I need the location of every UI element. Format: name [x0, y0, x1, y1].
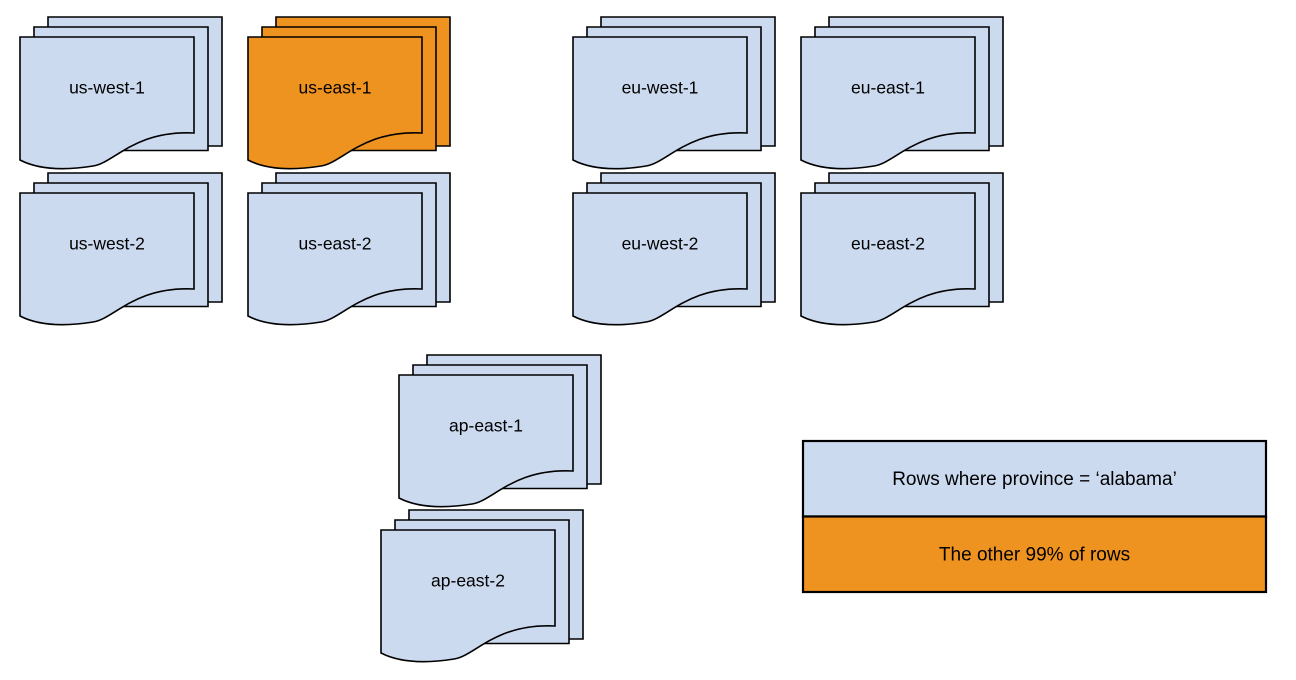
legend-swatch-normal	[801, 439, 1268, 518]
stack-label-us-east-1: us-east-1	[299, 78, 372, 98]
document-stack-eu-west-2[interactable]: eu-west-2	[572, 172, 776, 326]
stack-sheet-front	[572, 36, 748, 170]
stack-sheet-front	[247, 36, 423, 170]
stack-label-eu-west-1: eu-west-1	[622, 78, 699, 98]
stack-label-ap-east-1: ap-east-1	[449, 416, 523, 436]
stack-label-eu-east-1: eu-east-1	[851, 78, 925, 98]
document-stack-eu-east-2[interactable]: eu-east-2	[800, 172, 1004, 326]
document-stack-us-west-2[interactable]: us-west-2	[19, 172, 223, 326]
stack-sheet-front	[398, 374, 574, 508]
legend-label-1: The other 99% of rows	[939, 544, 1130, 565]
document-stack-eu-west-1[interactable]: eu-west-1	[572, 16, 776, 170]
stack-sheet-front	[800, 36, 976, 170]
document-stack-us-east-2[interactable]: us-east-2	[247, 172, 451, 326]
legend-swatch-highlight	[801, 515, 1268, 594]
legend-label-0: Rows where province = ‘alabama’	[892, 469, 1177, 490]
legend-row-other[interactable]: The other 99% of rows	[801, 515, 1268, 594]
document-stack-us-west-1[interactable]: us-west-1	[19, 16, 223, 170]
legend: Rows where province = ‘alabama’ The other…	[801, 439, 1268, 594]
stack-sheet-front	[800, 192, 976, 326]
stack-label-eu-west-2: eu-west-2	[622, 234, 699, 254]
stack-label-us-west-1: us-west-1	[69, 78, 145, 98]
stacks-layer: us-west-1 us-east-1 eu-west-1 eu-east-1 us-w…	[19, 16, 1004, 663]
stack-sheet-front	[380, 529, 556, 663]
stack-label-us-west-2: us-west-2	[69, 234, 145, 254]
document-stack-eu-east-1[interactable]: eu-east-1	[800, 16, 1004, 170]
stack-label-eu-east-2: eu-east-2	[851, 234, 925, 254]
stack-label-us-east-2: us-east-2	[299, 234, 372, 254]
stack-label-ap-east-2: ap-east-2	[431, 571, 505, 591]
document-stack-us-east-1[interactable]: us-east-1	[247, 16, 451, 170]
stack-sheet-front	[247, 192, 423, 326]
stack-sheet-front	[19, 36, 195, 170]
stack-sheet-front	[19, 192, 195, 326]
legend-row-alabama[interactable]: Rows where province = ‘alabama’	[801, 439, 1268, 518]
document-stack-ap-east-2[interactable]: ap-east-2	[380, 509, 584, 663]
stack-sheet-front	[572, 192, 748, 326]
document-stack-ap-east-1[interactable]: ap-east-1	[398, 354, 602, 508]
